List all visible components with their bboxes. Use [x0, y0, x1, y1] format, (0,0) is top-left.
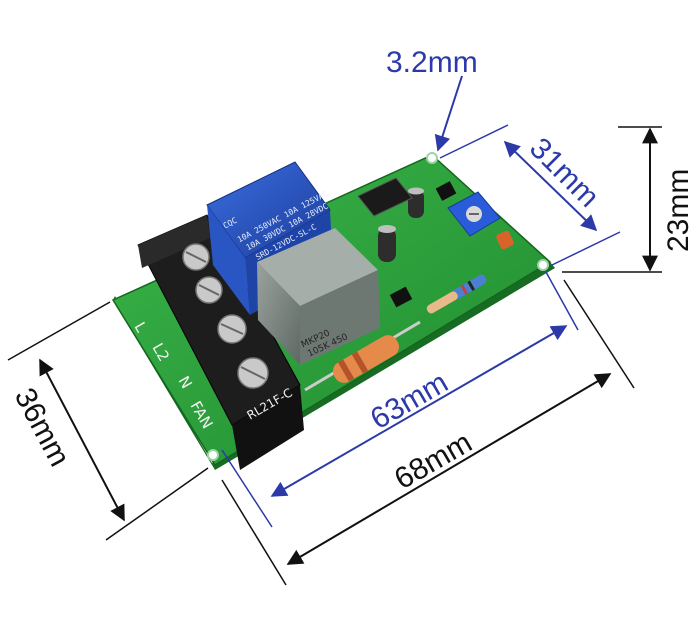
ic-chip — [357, 177, 413, 217]
terminal-screw — [237, 357, 269, 389]
hole-spacing-long-label: 63mm — [365, 366, 454, 436]
hole-spacing-short-line — [503, 140, 598, 232]
board-length-line — [286, 373, 612, 565]
terminal-screw — [195, 276, 223, 304]
hole-spacing-long-ext-2 — [545, 271, 579, 331]
small-resistor — [426, 291, 458, 314]
board-width-label: 36mm — [8, 383, 76, 472]
board-width-ext-2 — [105, 467, 209, 541]
hole-spacing-short-ext-1 — [439, 124, 509, 159]
board-width-ext-1 — [7, 301, 111, 361]
transistor — [435, 181, 457, 201]
transistor — [389, 286, 413, 308]
board-length-ext-2 — [563, 279, 635, 389]
hole-spacing-long-ext-1 — [221, 449, 273, 528]
electrolytic-capacitor — [408, 187, 424, 218]
mount-hole — [426, 152, 438, 164]
board-length-ext-1 — [221, 479, 287, 586]
potentiometer — [447, 191, 501, 237]
terminal-screw — [182, 243, 210, 271]
hole-diameter-label: 3.2mm — [386, 46, 478, 79]
hole-spacing-short-ext-2 — [551, 231, 621, 266]
electrolytic-capacitor — [378, 225, 396, 262]
board-height-label: 23mm — [662, 169, 695, 252]
mount-hole — [537, 259, 549, 271]
small-resistor — [451, 274, 487, 300]
hole-diameter-leader — [434, 75, 463, 152]
mount-hole — [207, 449, 219, 461]
terminal-screw — [217, 314, 247, 344]
board-length-label: 68mm — [389, 426, 478, 496]
ceramic-capacitor — [496, 230, 514, 250]
board-width-line — [39, 358, 125, 522]
